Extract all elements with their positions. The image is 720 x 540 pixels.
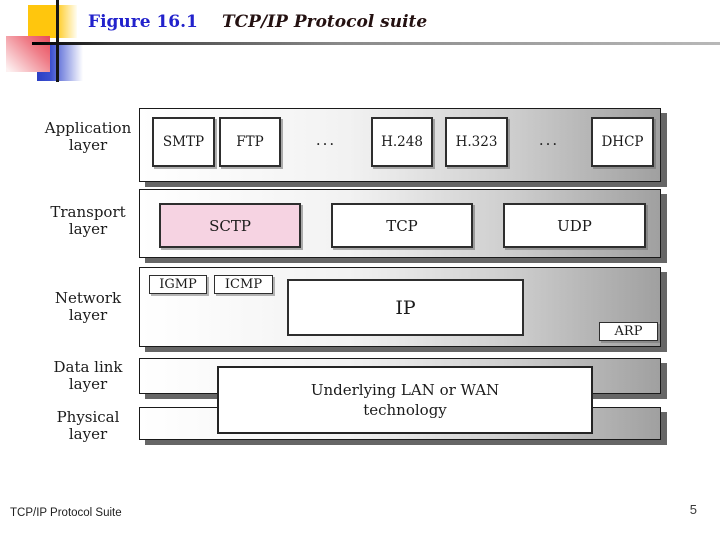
label-line: layer	[68, 220, 108, 238]
label-application-layer: Application layer	[33, 120, 143, 154]
decoration-square-yellow	[28, 5, 77, 38]
protocol-box-ip: IP	[287, 279, 524, 336]
protocol-box-igmp: IGMP	[149, 275, 207, 294]
protocol-box-icmp: ICMP	[214, 275, 273, 294]
label-datalink-layer: Data link layer	[33, 359, 143, 393]
header-divider-line	[32, 42, 720, 45]
label-line: layer	[68, 425, 108, 443]
protocol-box-h323: H.323	[445, 117, 508, 167]
label-physical-layer: Physical layer	[33, 409, 143, 443]
protocol-box-ftp: FTP	[219, 117, 281, 167]
page-number: 5	[689, 502, 697, 517]
figure-title: TCP/IP Protocol suite	[222, 12, 428, 32]
label-network-layer: Network layer	[33, 290, 143, 324]
label-line: layer	[68, 375, 108, 393]
label-line: Network	[54, 289, 122, 307]
protocol-box-udp: UDP	[503, 203, 646, 248]
label-line: layer	[68, 136, 108, 154]
protocol-box-sctp: SCTP	[159, 203, 301, 248]
application-layer-band: SMTP FTP ... H.248 H.323 ... DHCP	[139, 108, 661, 182]
label-line: Transport	[50, 203, 126, 221]
protocol-box-tcp: TCP	[331, 203, 473, 248]
label-line: Data link	[53, 358, 123, 376]
ellipsis: ...	[538, 131, 560, 149]
figure-label: Figure 16.1	[88, 12, 198, 32]
decoration-vertical-line	[56, 0, 59, 82]
protocol-box-smtp: SMTP	[152, 117, 215, 167]
transport-layer-band: SCTP TCP UDP	[139, 189, 661, 258]
protocol-box-h248: H.248	[371, 117, 433, 167]
underlying-line2: technology	[363, 401, 447, 419]
label-line: Application	[44, 119, 132, 137]
footer-title: TCP/IP Protocol Suite	[10, 507, 122, 519]
label-transport-layer: Transport layer	[33, 204, 143, 238]
protocol-box-dhcp: DHCP	[591, 117, 654, 167]
label-line: layer	[68, 306, 108, 324]
ellipsis: ...	[315, 131, 337, 149]
label-line: Physical	[56, 408, 120, 426]
protocol-box-arp: ARP	[599, 322, 658, 341]
network-layer-band: IGMP ICMP IP ARP	[139, 267, 661, 347]
underlying-technology-box: Underlying LAN or WAN technology	[217, 366, 593, 434]
underlying-line1: Underlying LAN or WAN	[310, 381, 500, 399]
